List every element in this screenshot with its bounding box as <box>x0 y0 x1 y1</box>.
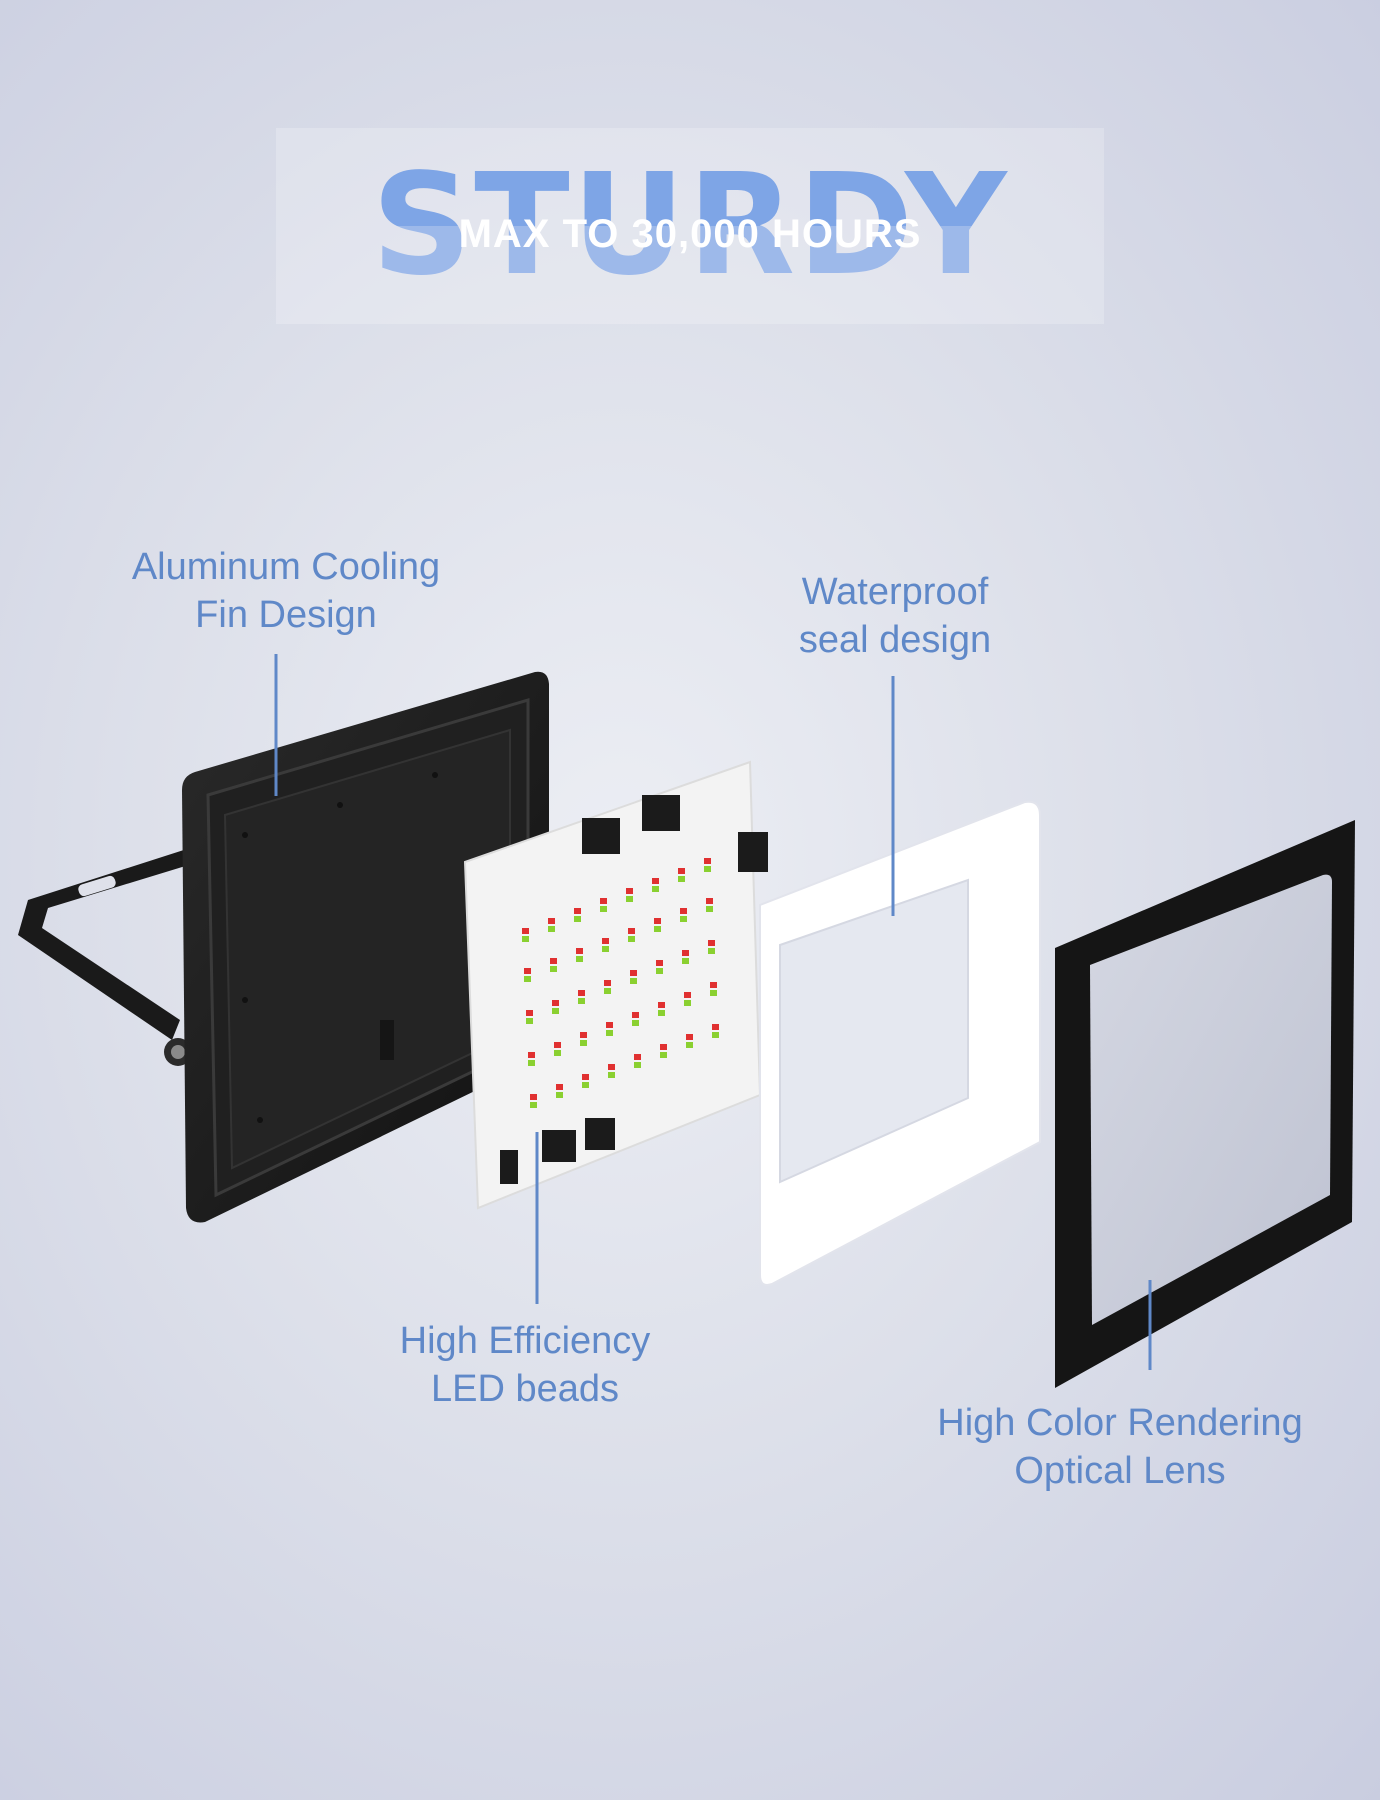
mounting-bracket <box>18 848 192 1066</box>
headline-banner: STURDY STURDY MAX TO 30,000 HOURS <box>276 128 1104 324</box>
callout-optical-lens: High Color Rendering Optical Lens <box>900 1399 1340 1495</box>
callout-waterproof-seal: Waterproof seal design <box>760 568 1030 664</box>
callout-lens-line2: Optical Lens <box>1014 1450 1226 1492</box>
led-circuit-board <box>463 760 768 1210</box>
callout-seal-line1: Waterproof <box>801 571 989 613</box>
waterproof-seal <box>759 800 1041 1286</box>
callout-cooling-line2: Fin Design <box>195 594 377 636</box>
headline-subline: MAX TO 30,000 HOURS <box>458 212 922 256</box>
callout-cooling-fin: Aluminum Cooling Fin Design <box>100 543 472 639</box>
callout-cooling-line1: Aluminum Cooling <box>131 546 441 588</box>
callout-led-line2: LED beads <box>430 1368 619 1410</box>
headline-word-upper: STURDY <box>276 156 1104 226</box>
callout-led-line1: High Efficiency <box>399 1320 651 1362</box>
callout-lens-line1: High Color Rendering <box>937 1402 1303 1444</box>
aluminum-housing <box>182 671 549 1223</box>
callout-led-beads: High Efficiency LED beads <box>370 1317 680 1413</box>
callout-leader-lines <box>274 654 1152 1370</box>
optical-lens <box>1055 820 1355 1388</box>
headline-word-lower: STURDY <box>276 226 1104 296</box>
callout-seal-line2: seal design <box>798 619 992 661</box>
